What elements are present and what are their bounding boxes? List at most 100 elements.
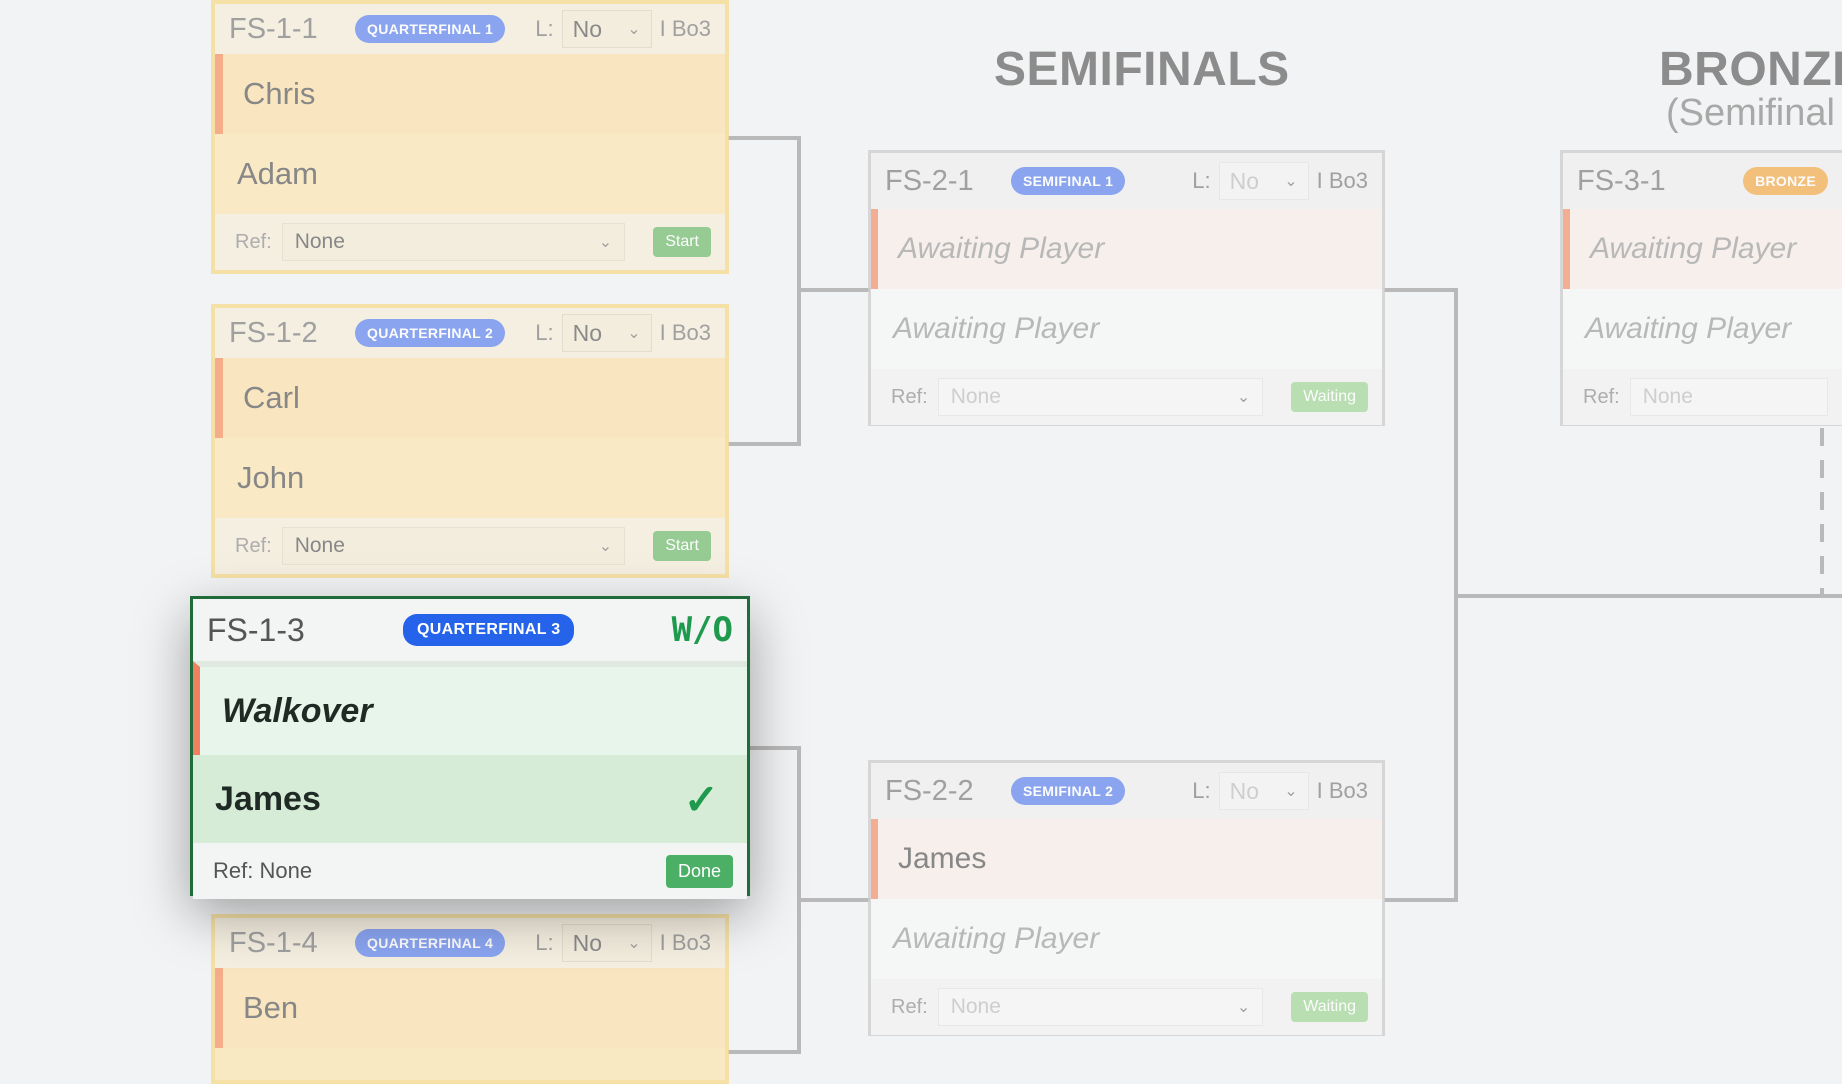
player-slot-2[interactable]: Awaiting Player (871, 899, 1382, 979)
ref-select-value: None (950, 385, 1001, 408)
start-button[interactable]: Start (653, 227, 711, 257)
ref-label: Ref: (891, 995, 928, 1018)
chevron-down-icon: ⌄ (1236, 389, 1251, 406)
checkmark-icon: ✓ (683, 775, 719, 823)
match-header: FS-2-1 SEMIFINAL 1 L: No⌄ I Bo3 (871, 153, 1382, 209)
l-select-value: No (1229, 167, 1260, 194)
ref-select-value: None (1642, 385, 1693, 408)
ref-label: Ref: (235, 230, 272, 253)
ref-select-value: None (294, 534, 345, 557)
l-select[interactable]: No ⌄ (561, 924, 652, 962)
ref-select[interactable]: None (1629, 378, 1828, 416)
player-name: Awaiting Player (898, 232, 1105, 265)
ref-select[interactable]: None ⌄ (937, 378, 1264, 416)
l-select[interactable]: No⌄ (561, 314, 652, 352)
l-select[interactable]: No ⌄ (1218, 772, 1309, 810)
match-card-fs-1-2[interactable]: FS-1-2 QUARTERFINAL 2 L: No⌄ I Bo3 Carl … (211, 304, 729, 578)
player-slot-1[interactable]: Awaiting Player (871, 209, 1382, 289)
player-name: Adam (237, 156, 318, 191)
waiting-button[interactable]: Waiting (1291, 382, 1368, 412)
waiting-button[interactable]: Waiting (1291, 992, 1368, 1022)
player-name: Carl (243, 380, 300, 415)
walkover-status: W/O (671, 610, 733, 650)
match-card-fs-1-4[interactable]: FS-1-4 QUARTERFINAL 4 L: No ⌄ I Bo3 Ben (211, 914, 729, 1084)
ref-row: Ref: None⌄ Waiting (871, 979, 1382, 1035)
player-slot-2[interactable]: John (215, 438, 725, 518)
ref-select[interactable]: None⌄ (281, 527, 626, 565)
ref-row: Ref: None ⌄ Waiting (871, 369, 1382, 425)
match-card-fs-2-2[interactable]: FS-2-2 SEMIFINAL 2 L: No⌄ I Bo3 James Aw… (868, 760, 1385, 1036)
player-slot-1[interactable]: James (871, 819, 1382, 899)
semifinals-heading: SEMIFINALS (994, 43, 1290, 96)
ref-row: Ref: None (1563, 369, 1842, 425)
l-select-value: No (572, 15, 603, 42)
player-slot-2[interactable]: Awaiting Player (871, 289, 1382, 369)
player-slot-1[interactable]: Walkover (193, 661, 747, 755)
start-button[interactable]: Start (653, 531, 711, 561)
bronze-subheading: (Semifinal (1666, 92, 1835, 134)
player-slot-1[interactable]: Ben (215, 968, 725, 1048)
done-button[interactable]: Done (665, 854, 733, 888)
chevron-down-icon: ⌄ (1284, 173, 1298, 190)
chevron-down-icon: ⌄ (627, 935, 641, 952)
match-card-fs-1-3[interactable]: FS-1-3 QUARTERFINAL 3 W/O Walkover James… (190, 596, 750, 899)
player-name: John (237, 460, 305, 495)
ref-label: Ref: (1583, 385, 1620, 408)
player-name: James (215, 779, 321, 818)
chevron-down-icon: ⌄ (598, 234, 613, 251)
match-id: FS-3-1 (1577, 164, 1666, 197)
match-id: FS-1-3 (207, 611, 305, 648)
player-name: James (898, 842, 987, 875)
player-slot-2[interactable]: Awaiting Player (1563, 289, 1842, 369)
match-header: FS-3-1 BRONZE (1563, 153, 1842, 209)
round-badge: QUARTERFINAL 3 (403, 614, 575, 646)
ref-label: Ref: (891, 385, 928, 408)
match-header: FS-1-3 QUARTERFINAL 3 W/O (193, 599, 747, 661)
match-header: FS-1-2 QUARTERFINAL 2 L: No⌄ I Bo3 (215, 308, 725, 358)
ref-row: Ref: None ⌄ Start (215, 214, 725, 270)
match-card-fs-3-1[interactable]: FS-3-1 BRONZE Awaiting Player Awaiting P… (1560, 150, 1842, 426)
best-of-label: I Bo3 (1316, 778, 1368, 803)
l-select-value: No (572, 929, 603, 956)
ref-select-value: None (950, 995, 1001, 1018)
ref-label: Ref: (235, 534, 272, 557)
match-header: FS-2-2 SEMIFINAL 2 L: No⌄ I Bo3 (871, 763, 1382, 819)
round-badge: SEMIFINAL 1 (1011, 167, 1126, 195)
player-name: Ben (243, 990, 299, 1025)
best-of-label: I Bo3 (659, 16, 711, 41)
best-of-label: I Bo3 (659, 320, 711, 345)
ref-select[interactable]: None⌄ (937, 988, 1264, 1026)
match-header: FS-1-1 QUARTERFINAL 1 L: No⌄ I Bo3 (215, 4, 725, 54)
l-label: L: (1192, 168, 1211, 193)
l-label: L: (535, 930, 554, 955)
best-of-label: I Bo3 (1316, 168, 1368, 193)
chevron-down-icon: ⌄ (1284, 783, 1298, 800)
l-select-value: No (1229, 777, 1260, 804)
l-label: L: (1192, 778, 1211, 803)
ref-select[interactable]: None ⌄ (281, 223, 626, 261)
player-slot-1[interactable]: Awaiting Player (1563, 209, 1842, 289)
l-select[interactable]: No⌄ (561, 10, 652, 48)
best-of-label: I Bo3 (659, 930, 711, 955)
player-slot-2[interactable]: Adam (215, 134, 725, 214)
chevron-down-icon: ⌄ (627, 325, 641, 342)
match-card-fs-1-1[interactable]: FS-1-1 QUARTERFINAL 1 L: No⌄ I Bo3 Chris… (211, 0, 729, 274)
player-slot-1[interactable]: Chris (215, 54, 725, 134)
match-card-fs-2-1[interactable]: FS-2-1 SEMIFINAL 1 L: No⌄ I Bo3 Awaiting… (868, 150, 1385, 426)
player-name: Awaiting Player (1585, 312, 1792, 345)
round-badge: BRONZE (1743, 167, 1828, 195)
l-select[interactable]: No ⌄ (1218, 162, 1309, 200)
player-name: Chris (243, 76, 316, 111)
player-slot-1[interactable]: Carl (215, 358, 725, 438)
match-id: FS-1-4 (229, 926, 318, 959)
player-slot-2-winner[interactable]: James ✓ (193, 755, 747, 843)
match-header: FS-1-4 QUARTERFINAL 4 L: No ⌄ I Bo3 (215, 918, 725, 968)
match-id: FS-1-2 (229, 316, 318, 349)
match-id: FS-1-1 (229, 12, 318, 45)
player-name: Awaiting Player (1590, 232, 1797, 265)
player-name: Awaiting Player (893, 312, 1100, 345)
ref-select-value: None (294, 230, 345, 253)
ref-row: Ref: None⌄ Start (215, 518, 725, 574)
round-badge: QUARTERFINAL 4 (355, 929, 506, 957)
